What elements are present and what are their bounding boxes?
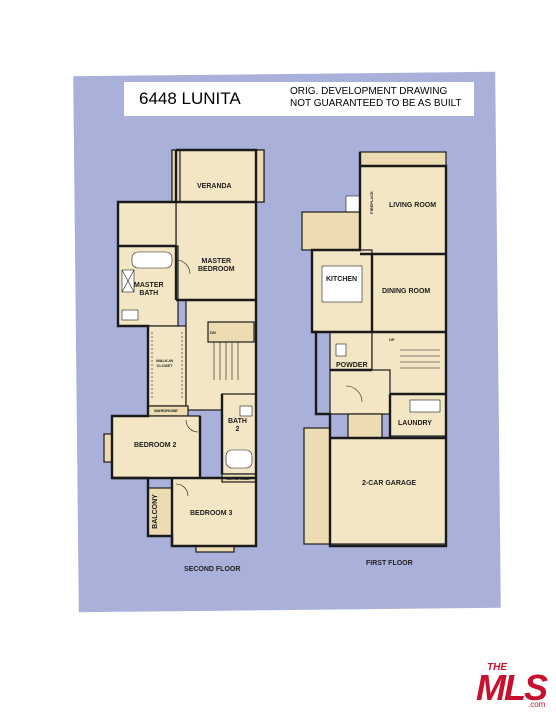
label-laundry: LAUNDRY [398, 420, 432, 427]
disclaimer-line-1: ORIG. DEVELOPMENT DRAWING [290, 86, 448, 97]
label-master-bath-line1: MASTER [134, 282, 164, 289]
first-floor-outer-wall [310, 152, 448, 548]
label-walkin-closet: WALK-IN CLOSET [156, 358, 173, 368]
first-floor-plan [301, 151, 448, 548]
label-living-room: LIVING ROOM [389, 202, 437, 209]
vanity-fixture [121, 309, 139, 321]
living-porch-area [359, 151, 447, 167]
upper-stair-landing [207, 321, 255, 343]
powder-toilet-fixture [335, 343, 347, 357]
label-master-bath: MASTER BATH [134, 282, 164, 298]
drawing-disclaimer: ORIG. DEVELOPMENT DRAWING NOT GUARANTEED… [290, 86, 462, 110]
bathtub-fixture [131, 251, 173, 269]
label-dn: DN [210, 330, 216, 335]
garage-side-yard [303, 427, 331, 545]
label-balcony: BALCONY [151, 494, 159, 529]
label-powder: POWDER [336, 362, 368, 369]
entry-door-swing [345, 385, 363, 403]
label-garage: 2-CAR GARAGE [362, 480, 417, 487]
label-kitchen: KITCHEN [326, 276, 358, 283]
label-bath2-line2: 2 [235, 426, 240, 433]
dining-room-area [371, 253, 447, 333]
bath2-toilet-fixture [239, 405, 253, 417]
label-master-bath-line2: BATH [139, 290, 159, 297]
label-bedroom3: BEDROOM 3 [190, 510, 233, 517]
label-fireplace: FIREPLACE [368, 191, 374, 214]
first-floor-title: FIRST FLOOR [366, 560, 413, 567]
side-patio-area [301, 211, 361, 251]
entry-bench-area [347, 413, 383, 439]
mls-logo-wordmark: MLS [476, 667, 548, 708]
label-walkin-line1: WALK-IN [156, 358, 174, 363]
veranda-room [171, 149, 265, 203]
label-bath2-line1: BATH [228, 418, 247, 425]
upper-hallway-area [185, 299, 257, 411]
upper-stair-treads [213, 342, 239, 380]
second-floor-plan [103, 148, 265, 553]
kitchen-island-fixture [321, 265, 363, 303]
bedroom2-door-swing [185, 419, 199, 433]
second-floor-title: SECOND FLOOR [184, 566, 241, 573]
mls-logo-the: THE [487, 662, 507, 673]
disclaimer-line-2: NOT GUARANTEED TO BE AS BUILT [290, 98, 462, 109]
label-bath2: BATH 2 [228, 418, 247, 434]
label-master-bedroom-line2: BEDROOM [198, 266, 235, 273]
property-address: 6448 LUNITA [139, 89, 241, 108]
garage-area [329, 437, 447, 545]
label-veranda: VERANDA [197, 183, 232, 190]
master-door-swing [175, 259, 191, 275]
living-room-area [359, 165, 447, 255]
lower-stair-treads [400, 349, 440, 369]
bedroom2-room [111, 415, 201, 479]
entry-area [329, 369, 391, 415]
label-walkin-line2: CLOSET [156, 363, 173, 368]
bath2-tub-fixture [225, 449, 253, 469]
label-master-bedroom: MASTER BEDROOM [198, 258, 235, 274]
label-bedroom2: BEDROOM 2 [134, 442, 177, 449]
bedroom3-door-swing [175, 483, 189, 497]
label-wardrobe-1: WARDROBE [154, 408, 178, 413]
shower-x-2 [121, 269, 135, 293]
header-label-box [124, 82, 474, 116]
label-dining-room: DINING ROOM [382, 288, 431, 295]
master-bath-upper-area [117, 201, 177, 247]
label-master-bedroom-line1: MASTER [201, 258, 232, 265]
mls-logo-com: .com [528, 700, 546, 709]
label-wardrobe-2: WARDROBE [226, 476, 250, 481]
master-bedroom-room [175, 201, 257, 301]
laundry-washer-fixture [409, 399, 441, 413]
label-up: UP [389, 337, 395, 342]
